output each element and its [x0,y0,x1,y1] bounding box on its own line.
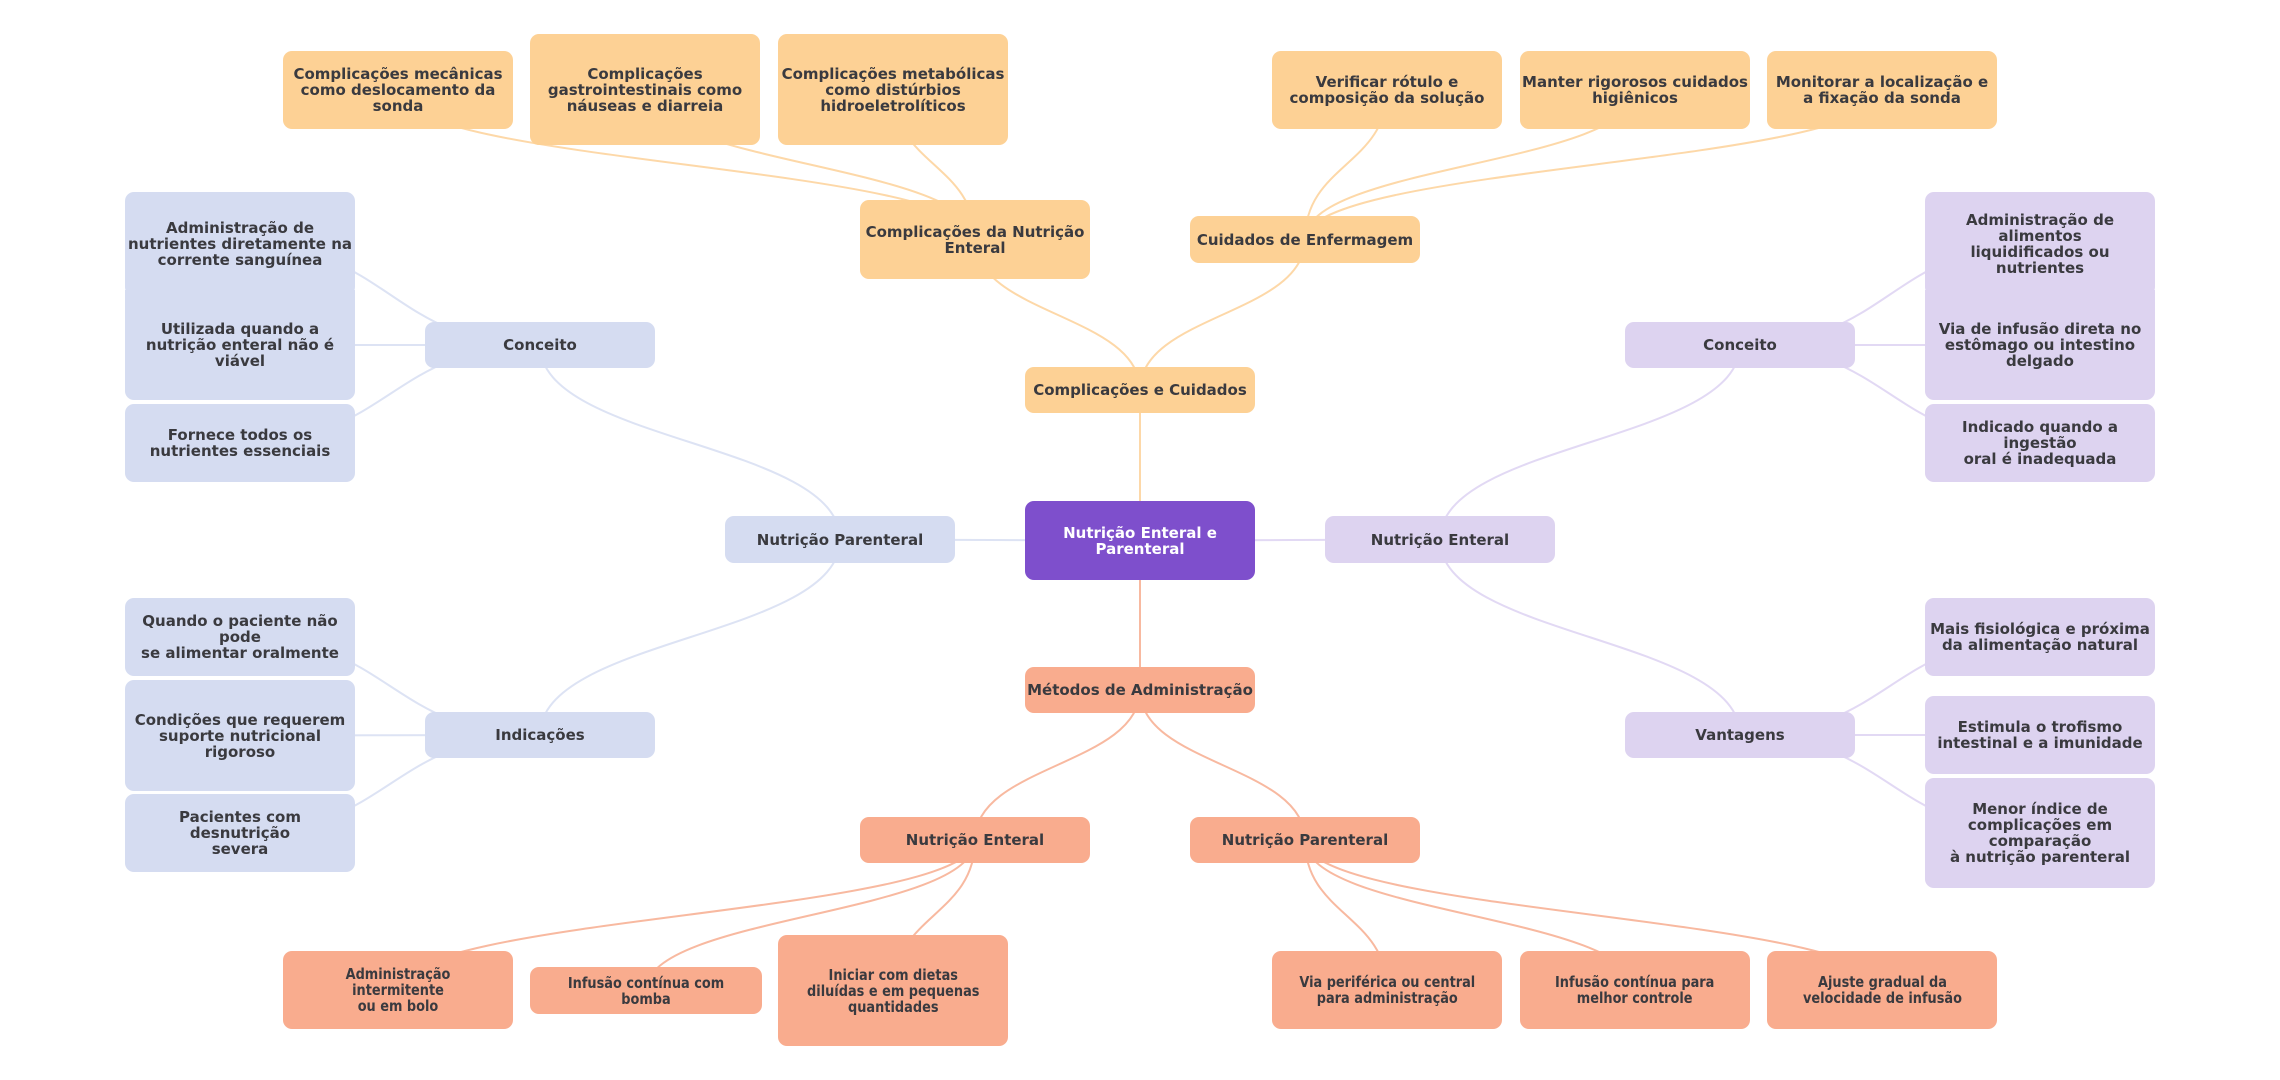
parenteral-node[interactable]: Nutrição Parenteral [725,516,955,563]
enteral-advantages-node[interactable]: Vantagens [1625,712,1855,758]
root-node-label: Nutrição Enteral e Parenteral [1063,523,1217,558]
edge-leaf-continuous-pump [645,839,976,991]
leaf-label: Ajuste gradual da velocidade de infusão [1802,973,1962,1007]
edge-enteral-advantages [1439,539,1741,736]
leaf-label: Utilizada quando a nutrição enteral não … [145,320,335,370]
leaf-label: Complicações gastrointestinais como náus… [547,64,743,115]
leaf-label: Via de infusão direta no estômago ou int… [1938,320,2142,370]
leaf-label: Condições que requerem suporte nutricion… [134,710,346,761]
edge-complications-nursing [1139,239,1306,391]
leaf-label: Fornece todos os nutrientes essenciais [149,426,331,460]
leaf-label: Quando o paciente não pode se alimentar … [141,612,339,662]
leaf-parenteral-concept-1[interactable]: Administração de nutrientes diretamente … [125,192,355,296]
leaf-label: Estimula o trofismo intestinal e a imuni… [1937,718,2143,752]
leaf-label: Monitorar a localização e a fixação da s… [1775,73,1989,107]
leaf-mechanical-complications[interactable]: Complicações mecânicas como deslocamento… [283,51,513,129]
complications-care-node[interactable]: Complicações e Cuidados [1025,367,1255,413]
leaf-label: Indicado quando a ingestão oral é inadeq… [1961,418,2119,468]
enteral-complications-label: Complicações da Nutrição Enteral [865,222,1085,257]
leaf-parenteral-indication-1[interactable]: Quando o paciente não pode se alimentar … [125,598,355,676]
parenteral-indications-label: Indicações [495,726,585,744]
methods-label: Métodos de Administração [1027,681,1253,699]
leaf-peripheral-central[interactable]: Via periférica ou central para administr… [1272,951,1502,1029]
leaf-enteral-concept-3[interactable]: Indicado quando a ingestão oral é inadeq… [1925,404,2155,482]
parenteral-indications-node[interactable]: Indicações [425,712,655,758]
leaf-gastrointestinal-complications[interactable]: Complicações gastrointestinais como náus… [530,34,760,145]
leaf-monitor-tube[interactable]: Monitorar a localização e a fixação da s… [1767,51,1997,129]
edge-methods-parenteral [1139,689,1306,841]
methods-parenteral-label: Nutrição Parenteral [1221,831,1389,849]
leaf-label: Infusão contínua para melhor controle [1555,973,1715,1007]
enteral-complications-node[interactable]: Complicações da Nutrição Enteral [860,200,1090,279]
leaf-gradual-adjustment[interactable]: Ajuste gradual da velocidade de infusão [1767,951,1997,1029]
complications-care-label: Complicações e Cuidados [1033,381,1247,399]
leaf-intermittent-bolus[interactable]: Administração intermitente ou em bolo [283,951,513,1029]
edge-parenteral-concept [539,344,841,540]
leaf-label: Administração de alimentos liquidificado… [1965,211,2114,277]
leaf-label: Infusão contínua com bomba [567,973,725,1008]
edge-parenteral-indications [539,539,841,736]
parenteral-concept-node[interactable]: Conceito [425,322,655,368]
leaf-enteral-advantage-1[interactable]: Mais fisiológica e próxima da alimentaçã… [1925,598,2155,676]
nursing-care-node[interactable]: Cuidados de Enfermagem [1190,216,1420,263]
leaf-label: Complicações metabólicas como distúrbios… [781,64,1005,115]
leaf-label: Administração intermitente ou em bolo [345,965,451,1015]
leaf-label: Verificar rótulo e composição da solução [1289,73,1485,107]
enteral-label: Nutrição Enteral [1370,530,1510,549]
leaf-parenteral-indication-2[interactable]: Condições que requerem suporte nutricion… [125,680,355,791]
leaf-parenteral-concept-3[interactable]: Fornece todos os nutrientes essenciais [125,404,355,482]
leaf-hygiene-care[interactable]: Manter rigorosos cuidados higiênicos [1520,51,1750,129]
leaf-label: Pacientes com desnutrição severa [179,808,301,858]
leaf-continuous-control[interactable]: Infusão contínua para melhor controle [1520,951,1750,1029]
methods-enteral-node[interactable]: Nutrição Enteral [860,817,1090,863]
enteral-concept-node[interactable]: Conceito [1625,322,1855,368]
parenteral-label: Nutrição Parenteral [756,530,924,549]
leaf-parenteral-indication-3[interactable]: Pacientes com desnutrição severa [125,794,355,872]
leaf-enteral-concept-2[interactable]: Via de infusão direta no estômago ou int… [1925,290,2155,400]
leaf-label: Manter rigorosos cuidados higiênicos [1522,73,1748,107]
leaf-label: Administração de nutrientes diretamente … [127,219,352,269]
parenteral-concept-label: Conceito [503,336,577,354]
edge-enteral-concept [1439,344,1741,540]
leaf-enteral-advantage-2[interactable]: Estimula o trofismo intestinal e a imuni… [1925,696,2155,774]
leaf-label: Menor índice de complicações em comparaç… [1949,800,2131,866]
leaf-metabolic-complications[interactable]: Complicações metabólicas como distúrbios… [778,34,1008,145]
leaf-continuous-pump[interactable]: Infusão contínua com bomba [530,967,762,1014]
leaf-verify-label[interactable]: Verificar rótulo e composição da solução [1272,51,1502,129]
enteral-concept-label: Conceito [1703,336,1777,354]
leaf-label: Iniciar com dietas diluídas e em pequena… [806,965,980,1016]
leaf-diluted-diets[interactable]: Iniciar com dietas diluídas e em pequena… [778,935,1008,1046]
nursing-care-label: Cuidados de Enfermagem [1196,230,1414,249]
enteral-node[interactable]: Nutrição Enteral [1325,516,1555,563]
leaf-label: Mais fisiológica e próxima da alimentaçã… [1930,620,2150,654]
leaf-enteral-concept-1[interactable]: Administração de alimentos liquidificado… [1925,192,2155,296]
leaf-parenteral-concept-2[interactable]: Utilizada quando a nutrição enteral não … [125,290,355,400]
root-node[interactable]: Nutrição Enteral e Parenteral [1025,501,1255,580]
leaf-label: Complicações mecânicas como deslocamento… [293,65,503,115]
leaf-enteral-advantage-3[interactable]: Menor índice de complicações em comparaç… [1925,778,2155,888]
edge-methods-enteral [974,689,1141,841]
methods-parenteral-node[interactable]: Nutrição Parenteral [1190,817,1420,863]
leaf-label: Via periférica ou central para administr… [1299,973,1475,1007]
enteral-advantages-label: Vantagens [1695,726,1785,744]
methods-node[interactable]: Métodos de Administração [1025,667,1255,713]
methods-enteral-label: Nutrição Enteral [905,831,1045,849]
